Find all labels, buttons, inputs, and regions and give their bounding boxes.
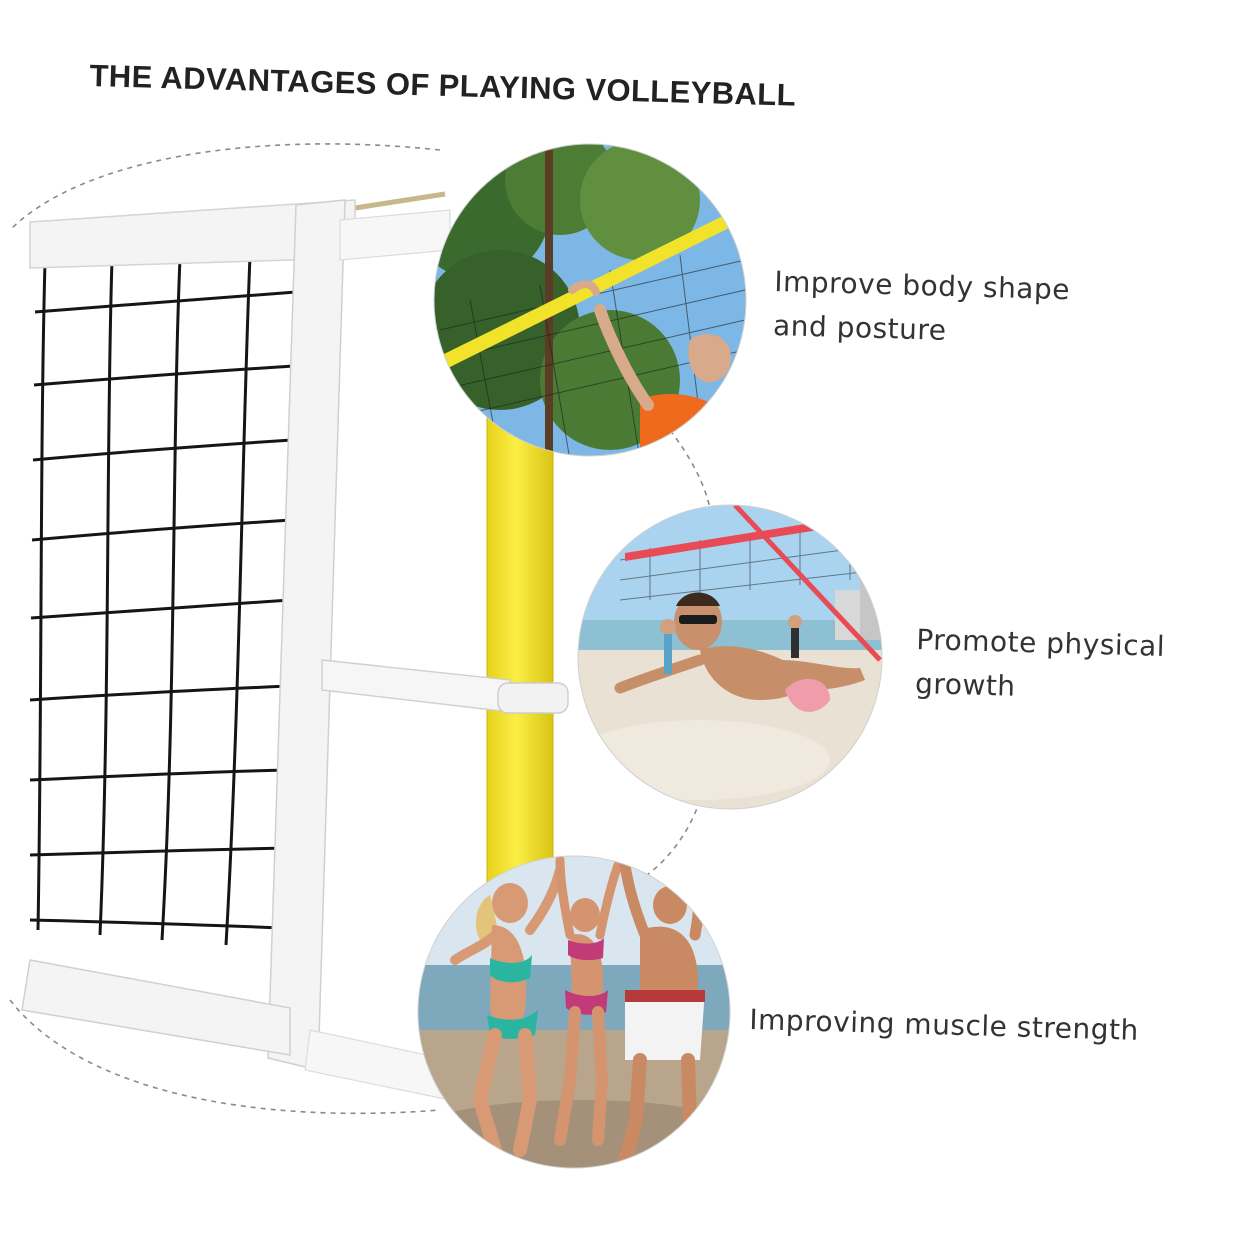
dashed-connector <box>639 429 714 881</box>
net-bottom-tape <box>21 959 291 1056</box>
top-cable <box>354 191 446 211</box>
benefit-caption-physical-growth: Promote physical growth <box>915 618 1217 714</box>
net-side-tape <box>267 199 346 1071</box>
net-upper-wing <box>339 209 451 261</box>
photo-frame-1 <box>433 143 747 457</box>
photo-frame-3 <box>417 855 731 1169</box>
benefit-caption-body-shape: Improve body shape and posture <box>773 260 1135 358</box>
dashed-arc-left <box>9 143 441 1115</box>
yellow-pole <box>486 399 554 901</box>
photo-muscle-strength <box>418 856 730 1168</box>
strap-buckle <box>497 682 569 714</box>
tension-strap <box>321 659 511 713</box>
net-mesh <box>29 253 298 946</box>
photo-body-shape <box>434 144 746 456</box>
photo-physical-growth <box>578 505 882 809</box>
photo-frame-2 <box>577 504 883 810</box>
caption-line: growth <box>914 666 1017 703</box>
